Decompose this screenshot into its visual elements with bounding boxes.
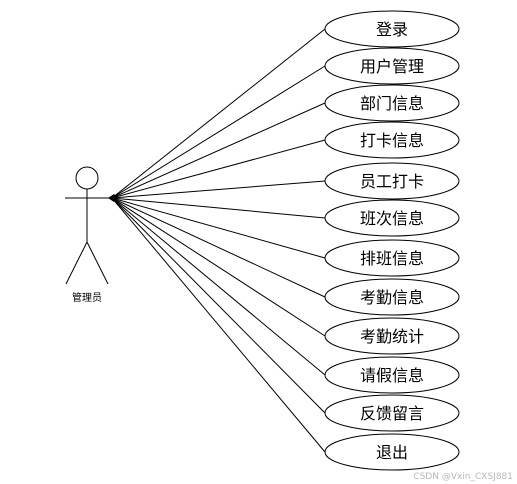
stick-figure-actor-icon [65,166,109,285]
association-line [111,197,326,453]
association-lines [111,28,326,453]
use-case: 登录 [324,10,460,48]
use-cases: 登录用户管理部门信息打卡信息员工打卡班次信息排班信息考勤信息考勤统计请假信息反馈… [324,10,460,471]
association-line [111,197,326,219]
use-case-label: 登录 [376,20,408,39]
use-case: 排班信息 [324,239,460,277]
use-case-label: 部门信息 [360,94,424,113]
use-case-label: 员工打卡 [360,172,424,191]
association-hub-marker [108,194,118,202]
association-line [111,197,326,376]
use-case-label: 请假信息 [360,366,424,385]
use-case: 考勤统计 [324,317,460,355]
association-line [111,28,326,199]
use-case: 请假信息 [324,356,460,394]
use-case-ellipse [324,394,460,432]
use-case-label: 排班信息 [360,249,424,268]
association-line [111,102,326,199]
association-line [111,139,326,199]
use-case-ellipse [324,317,460,355]
use-case-ellipse [324,10,460,48]
use-case: 退出 [324,433,460,471]
use-case-ellipse [324,278,460,316]
use-case-label: 考勤统计 [360,327,424,346]
association-line [111,197,326,414]
association-line [111,197,326,298]
use-case: 反馈留言 [324,394,460,432]
use-case: 用户管理 [324,47,460,85]
use-case-ellipse [324,356,460,394]
use-case-label: 考勤信息 [360,288,424,307]
actor-right-leg [86,241,109,285]
association-line [111,180,326,199]
use-case-ellipse [324,47,460,85]
use-case: 部门信息 [324,84,460,122]
watermark: CSDN @Vxin_CXSJ881 [413,472,513,482]
use-case-ellipse [324,121,460,159]
use-case: 考勤信息 [324,278,460,316]
use-case-ellipse [324,199,460,237]
use-case-ellipse [324,239,460,277]
association-line [111,65,326,199]
use-case-label: 用户管理 [360,57,424,76]
use-case-ellipse [324,84,460,122]
actor: 管理员 [65,166,109,304]
use-case-label: 反馈留言 [360,404,424,423]
association-line [111,197,326,259]
use-case-ellipse [324,433,460,471]
actor-label: 管理员 [72,291,102,304]
actor-head [75,166,99,190]
use-case: 员工打卡 [324,162,460,200]
use-case: 班次信息 [324,199,460,237]
use-case-label: 打卡信息 [360,131,424,150]
use-case-label: 班次信息 [360,209,424,228]
actor-left-leg [65,241,88,285]
use-case-ellipse [324,162,460,200]
association-line [111,197,326,337]
use-case-label: 退出 [376,443,408,462]
use-case: 打卡信息 [324,121,460,159]
